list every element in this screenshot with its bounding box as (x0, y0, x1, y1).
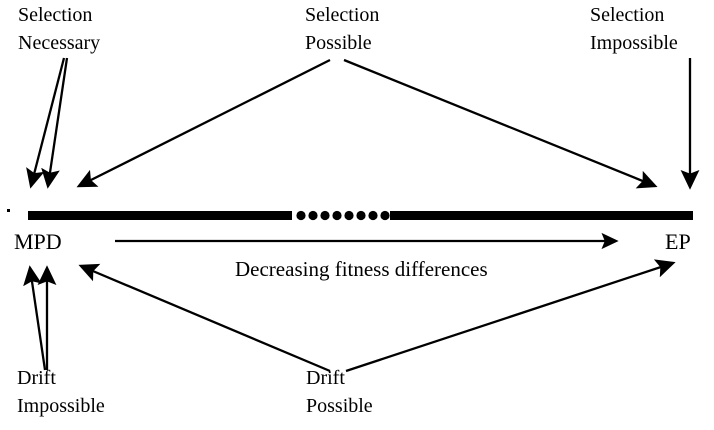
continuum-bar-right-segment (390, 211, 693, 220)
label-selection-possible: Selection Possible (305, 4, 380, 54)
label-selection-necessary: Selection Necessary (18, 4, 101, 54)
arrow-drift-possible-left (78, 263, 331, 373)
label-drift-impossible: Drift Impossible (17, 367, 105, 417)
arrow-drift-impossible-a (23, 265, 47, 371)
label-selection-impossible: Selection Impossible (590, 4, 678, 54)
label-mpd: MPD (14, 229, 62, 254)
arrow-selection-possible-left (76, 58, 331, 188)
arrow-drift-possible-right (345, 259, 676, 373)
continuum-bar-dotted-gap (296, 210, 390, 221)
stray-speck (7, 209, 10, 212)
label-ep: EP (665, 229, 691, 254)
label-decreasing-fitness-differences: Decreasing fitness differences (235, 257, 488, 281)
arrow-selection-possible-right (343, 58, 658, 189)
continuum-bar-left-segment (28, 211, 292, 220)
arrow-selection-necessary-b (41, 57, 69, 189)
label-drift-possible: Drift Possible (306, 367, 373, 417)
arrow-selection-necessary-a (26, 57, 66, 189)
